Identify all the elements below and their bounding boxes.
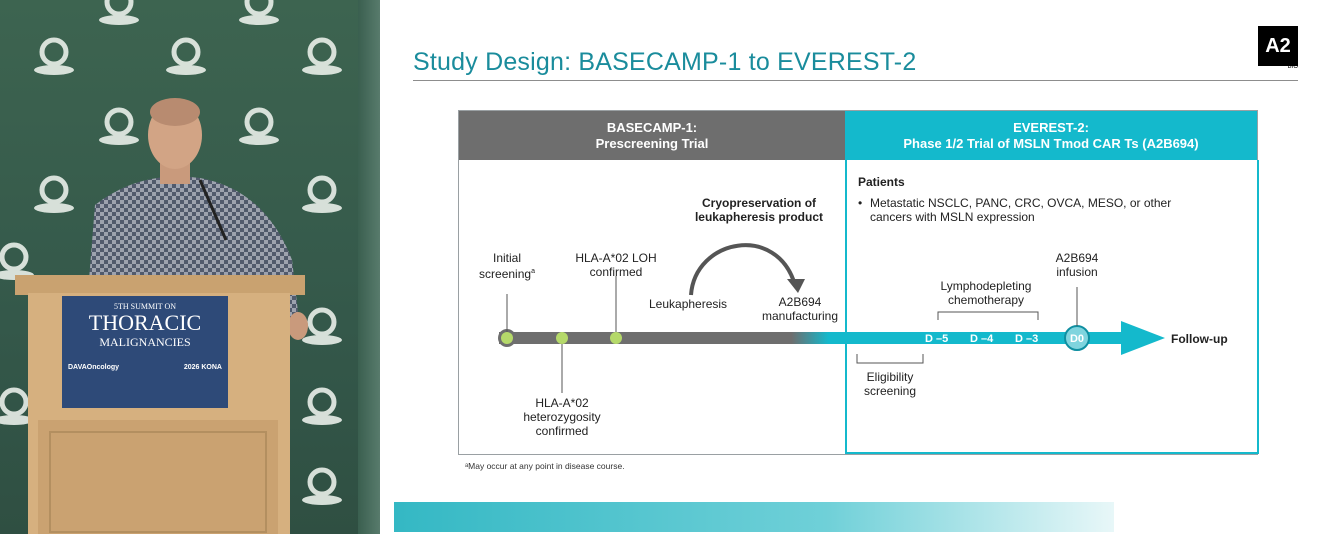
hla-heterozygosity-label: HLA-A*02 heterozygosity confirmed	[514, 396, 610, 438]
d-minus4: D –4	[970, 333, 994, 345]
dot-hla-heterozygosity	[556, 332, 568, 344]
cryo-label: Cryopreservation of leukapheresis produc…	[689, 196, 829, 224]
basecamp-header-line2: Prescreening Trial	[595, 135, 709, 151]
logo-sub: BIO	[1287, 64, 1298, 70]
patients-text-2: cancers with MSLN expression	[870, 210, 1035, 224]
timeline-graphic	[498, 243, 1165, 393]
logo-mark: A2	[1258, 26, 1298, 66]
hla-het-line1: HLA-A*02	[535, 396, 589, 410]
everest-header-line2: Phase 1/2 Trial of MSLN Tmod CAR Ts (A2B…	[903, 135, 1199, 151]
patients-bullet: •	[858, 196, 863, 210]
podium-line3: MALIGNANCIES	[99, 335, 191, 349]
podium-sign	[62, 296, 228, 408]
podium-event: 2026 KONA	[183, 364, 222, 371]
elig-line1: Eligibility	[866, 370, 914, 384]
initial-line1: Initial	[492, 251, 521, 265]
curtain-edge	[358, 0, 380, 534]
lympho-line1: Lymphodepleting	[940, 279, 1032, 293]
everest-header: EVEREST-2: Phase 1/2 Trial of MSLN Tmod …	[845, 111, 1257, 160]
hla-loh-label: HLA-A*02 LOH confirmed	[566, 251, 666, 279]
manuf-line2: manufacturing	[761, 309, 839, 323]
eligibility-label: Eligibility screening	[852, 370, 928, 398]
everest-panel	[845, 160, 1259, 454]
lympho-line2: chemotherapy	[947, 293, 1025, 307]
speaker-video: 5TH SUMMIT ON THORACIC MALIGNANCIES DAVA…	[0, 0, 358, 534]
timeline-bar	[499, 332, 1121, 344]
initial-screening-label: Initial screeninga	[474, 251, 540, 281]
patients-text-1: Metastatic NSCLC, PANC, CRC, OVCA, MESO,…	[870, 196, 1172, 210]
initial-line2: screening	[479, 267, 532, 281]
footnote: ᵃMay occur at any point in disease cours…	[465, 461, 625, 471]
d-minus5: D –5	[925, 333, 949, 345]
presentation-slide: Study Design: BASECAMP-1 to EVEREST-2 A2…	[380, 0, 1333, 534]
podium-sponsor: DAVAOncology	[68, 364, 120, 371]
dot-hla-loh	[610, 332, 622, 344]
initial-sup: a	[531, 268, 535, 275]
hla-loh-line2: confirmed	[589, 265, 643, 279]
dot-initial-screening	[501, 332, 513, 344]
basecamp-header-line1: BASECAMP-1:	[606, 119, 698, 135]
podium-line1: 5TH SUMMIT ON	[113, 302, 177, 311]
title-divider	[413, 80, 1298, 81]
cryo-line2: leukapheresis product	[694, 210, 824, 224]
speaker-scene	[0, 0, 342, 534]
hla-loh-line1: HLA-A*02 LOH	[575, 251, 657, 265]
hla-het-line3: confirmed	[535, 424, 589, 438]
slide-title: Study Design: BASECAMP-1 to EVEREST-2	[413, 48, 917, 76]
backdrop-logo-pattern	[0, 0, 342, 505]
infusion-line2: infusion	[1056, 265, 1098, 279]
manufacturing-label: A2B694 manufacturing	[755, 295, 845, 323]
a2bio-logo: A2 BIO	[1258, 26, 1298, 70]
infusion-line1: A2B694	[1055, 251, 1099, 265]
everest-header-line1: EVEREST-2:	[1013, 119, 1089, 135]
basecamp-header: BASECAMP-1: Prescreening Trial	[459, 111, 845, 160]
lympho-label: Lymphodepleting chemotherapy	[926, 279, 1046, 307]
podium-top	[15, 275, 305, 295]
followup-label: Follow-up	[1171, 332, 1228, 346]
d0-label: D0	[1069, 333, 1085, 345]
study-design-diagram: BASECAMP-1: Prescreening Trial EVEREST-2…	[458, 110, 1259, 455]
manuf-line1: A2B694	[778, 295, 822, 309]
cryo-curve-arrow	[689, 243, 797, 296]
infusion-label: A2B694 infusion	[1047, 251, 1107, 279]
cryo-line1: Cryopreservation of	[701, 196, 817, 210]
eligibility-bracket	[856, 354, 924, 364]
lympho-bracket	[937, 311, 1039, 320]
podium-line2: THORACIC	[88, 310, 202, 335]
hla-het-line2: heterozygosity	[523, 410, 601, 424]
timeline-arrowhead	[1121, 321, 1165, 355]
d-minus3: D –3	[1015, 333, 1039, 345]
leukapheresis-label: Leukapheresis	[649, 297, 728, 311]
patients-label: Patients	[858, 175, 905, 189]
elig-line2: screening	[863, 384, 917, 398]
footer-gradient-bar	[394, 502, 1114, 532]
podium-sign-text: 5TH SUMMIT ON THORACIC MALIGNANCIES DAVA…	[62, 300, 228, 371]
